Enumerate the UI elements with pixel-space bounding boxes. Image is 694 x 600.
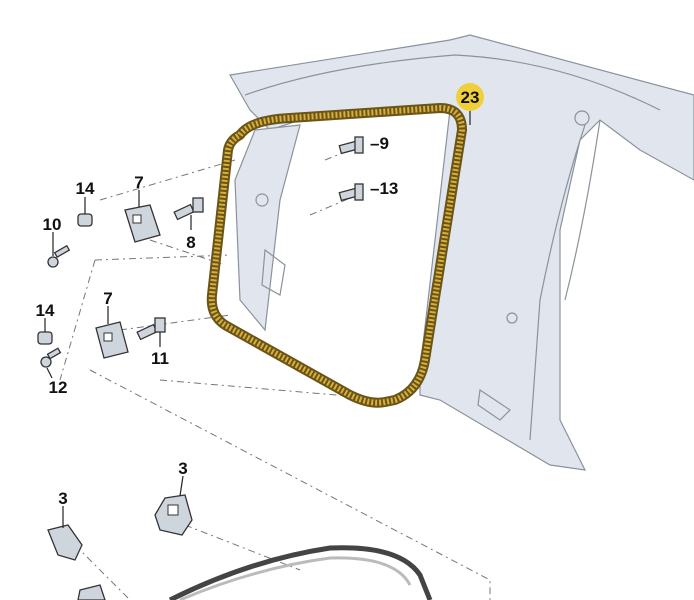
screw-10-icon bbox=[47, 244, 71, 268]
callout-9[interactable]: –9 bbox=[370, 134, 389, 153]
cap-14-lower-icon bbox=[37, 331, 53, 345]
callout-7-upper[interactable]: 7 bbox=[134, 173, 143, 192]
callout-3-left[interactable]: 3 bbox=[58, 489, 67, 508]
bracket-7-lower-icon bbox=[95, 321, 129, 359]
bracket-7-upper-icon bbox=[124, 204, 161, 243]
callout-13[interactable]: –13 bbox=[370, 179, 398, 198]
callout-14-upper[interactable]: 14 bbox=[76, 179, 95, 198]
clip-lower-icon bbox=[77, 584, 106, 600]
callout-badge-23[interactable] bbox=[456, 83, 484, 111]
callout-12[interactable]: 12 bbox=[49, 378, 68, 397]
bolt-8-icon bbox=[173, 197, 204, 221]
bolt-11-icon bbox=[136, 317, 166, 341]
callout-14-lower[interactable]: 14 bbox=[36, 301, 55, 320]
callout-8[interactable]: 8 bbox=[186, 233, 195, 252]
bolt-9-icon bbox=[338, 136, 364, 155]
assembly-guide-lines bbox=[59, 147, 491, 600]
leader-lines bbox=[44, 108, 471, 528]
callout-23[interactable]: 23 bbox=[461, 88, 480, 107]
door-outline bbox=[168, 545, 433, 600]
callout-7-lower[interactable]: 7 bbox=[103, 289, 112, 308]
clip-3-left-icon bbox=[47, 524, 83, 561]
callout-11[interactable]: 11 bbox=[151, 349, 169, 368]
clip-3-right-icon bbox=[154, 494, 193, 536]
screw-12-icon bbox=[40, 347, 62, 368]
cap-14-upper-icon bbox=[77, 213, 93, 227]
door-seal-23[interactable] bbox=[206, 103, 467, 408]
callout-10[interactable]: 10 bbox=[43, 215, 62, 234]
bolt-13-icon bbox=[338, 183, 364, 202]
callout-3-right[interactable]: 3 bbox=[178, 459, 187, 478]
